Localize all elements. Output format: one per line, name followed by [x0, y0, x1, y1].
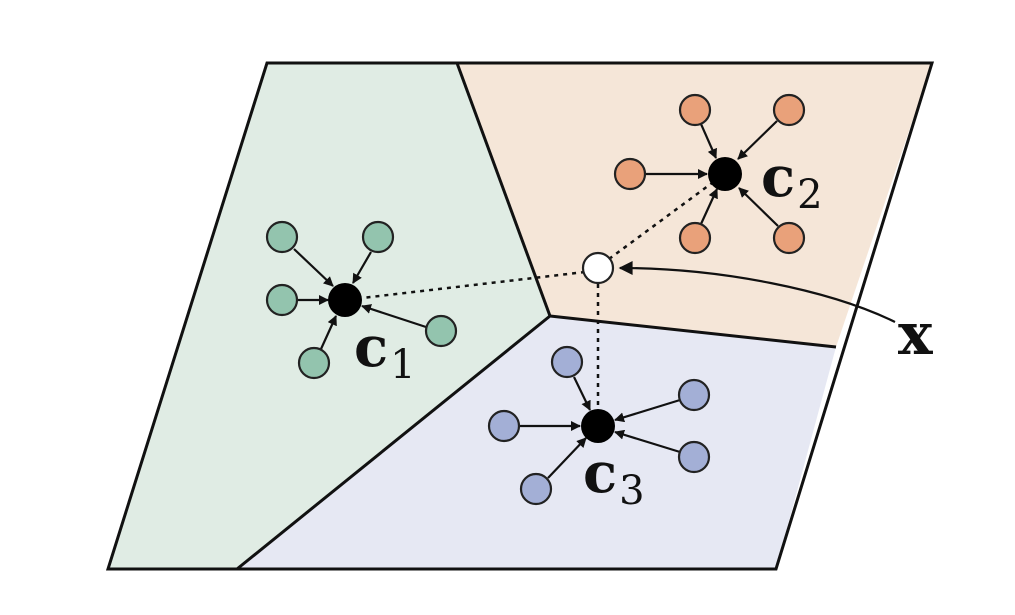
data-point — [677, 440, 711, 474]
assignment-arrow — [361, 304, 427, 329]
assignment-arrow — [738, 187, 779, 227]
data-point — [265, 283, 299, 317]
outer-boundary — [105, 61, 935, 571]
data-point — [297, 346, 331, 380]
label-subscript: 1 — [390, 342, 415, 388]
data-point — [772, 221, 806, 255]
data-point — [678, 93, 712, 127]
data-point — [424, 314, 458, 348]
boundary-1-3 — [236, 314, 551, 571]
query-pointer-arrow — [618, 261, 896, 323]
cluster-2-region — [457, 63, 932, 347]
data-point — [265, 220, 299, 254]
label-subscript: 2 — [797, 172, 822, 218]
centroid-c3-label: c3 — [583, 440, 645, 514]
assignment-arrow — [614, 429, 681, 454]
boundary-1-2 — [455, 62, 552, 317]
label-subscript: 3 — [619, 468, 644, 514]
distance-lines — [361, 181, 713, 410]
data-point — [772, 93, 806, 127]
distance-line-c1 — [361, 270, 586, 300]
centroid-c1-label: c1 — [354, 314, 416, 388]
assignment-arrow — [352, 251, 372, 284]
assignment-arrow — [699, 188, 719, 225]
cluster-3-region — [237, 316, 836, 569]
distance-line-c2 — [608, 181, 713, 261]
assignment-arrow — [293, 248, 334, 287]
assignment-arrow — [699, 123, 718, 159]
data-point — [677, 378, 711, 412]
centroid-c2-label: c2 — [761, 144, 823, 218]
assignment-arrow — [614, 398, 681, 423]
query-point-label: x — [898, 300, 933, 368]
query-point-group: x — [581, 251, 933, 368]
data-point — [678, 221, 712, 255]
assignment-arrow — [547, 437, 587, 479]
cluster-2: c2 — [613, 93, 823, 255]
centroid-c1 — [328, 283, 362, 317]
cluster-1: c1 — [265, 220, 458, 388]
query-point — [581, 251, 615, 285]
label-base: c — [761, 144, 795, 210]
data-point — [519, 472, 553, 506]
assignment-arrow — [319, 315, 338, 350]
assignment-arrow — [737, 120, 778, 160]
label-base: c — [354, 314, 388, 380]
label-base: c — [583, 440, 617, 506]
data-point — [361, 220, 395, 254]
data-point — [613, 157, 647, 191]
data-point — [550, 345, 584, 379]
centroid-c2 — [708, 157, 742, 191]
assignment-arrow — [573, 376, 591, 411]
centroid-c3 — [581, 409, 615, 443]
data-point — [487, 409, 521, 443]
cluster-3: c3 — [487, 345, 711, 514]
